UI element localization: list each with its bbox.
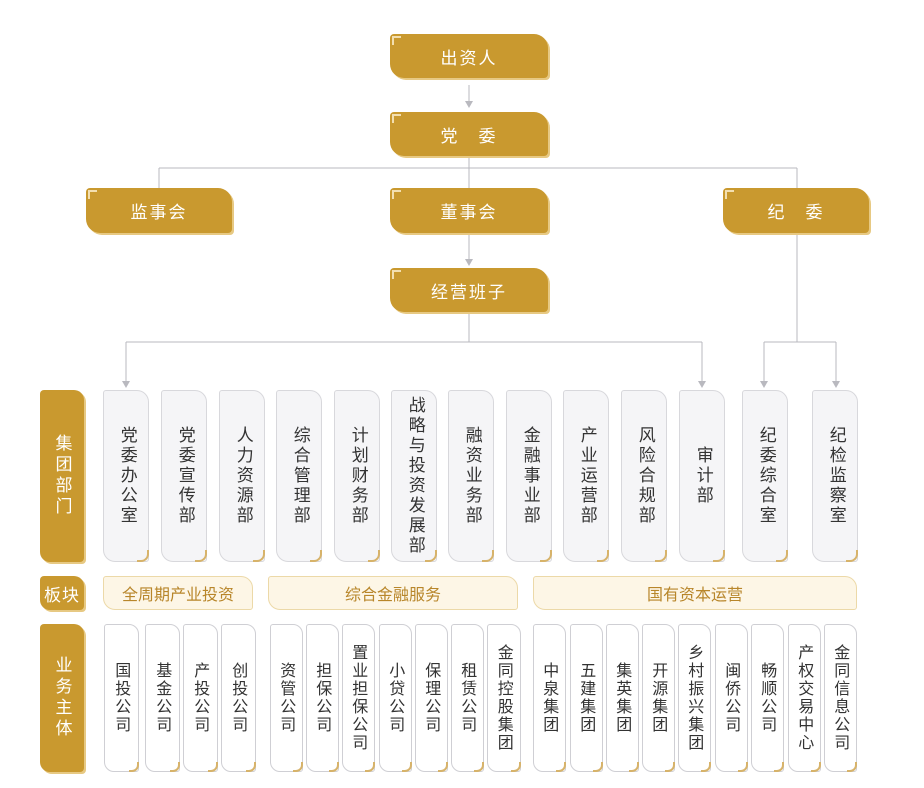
entity-label: 置业担保公司 bbox=[349, 644, 369, 752]
dept-risk-compliance: 风险合规部 bbox=[621, 390, 667, 562]
entity-label: 小贷公司 bbox=[386, 662, 406, 734]
entity-property-guarantee: 置业担保公司 bbox=[342, 624, 375, 772]
investor-box: 出资人 bbox=[390, 34, 548, 78]
entity-label: 创投公司 bbox=[229, 662, 249, 734]
entity-jintong-information: 金同信息公司 bbox=[824, 624, 857, 772]
party-committee-box: 党 委 bbox=[390, 112, 548, 156]
dept-party-office: 党委办公室 bbox=[103, 390, 149, 562]
sector-financial-services: 综合金融服务 bbox=[268, 576, 518, 610]
board-of-directors-box: 董事会 bbox=[390, 188, 548, 233]
entity-label: 乡村振兴集团 bbox=[685, 644, 705, 752]
entity-changshun: 畅顺公司 bbox=[751, 624, 784, 772]
dept-strategy-investment: 战略与投资发展部 bbox=[391, 390, 437, 562]
entity-kaiyuan-group: 开源集团 bbox=[642, 624, 675, 772]
entity-label: 畅顺公司 bbox=[758, 662, 778, 734]
entity-industry-investment: 产投公司 bbox=[183, 624, 218, 772]
supervisory-board-box: 监事会 bbox=[86, 188, 232, 233]
department-label: 计划财务部 bbox=[347, 426, 368, 526]
department-label: 综合管理部 bbox=[289, 426, 310, 526]
discipline-committee-box: 纪 委 bbox=[723, 188, 869, 233]
entity-label: 五建集团 bbox=[577, 662, 597, 734]
dept-discipline-inspection: 纪检监察室 bbox=[812, 390, 858, 562]
dept-party-publicity: 党委宣传部 bbox=[161, 390, 207, 562]
entity-asset-management: 资管公司 bbox=[270, 624, 303, 772]
entity-label: 资管公司 bbox=[277, 662, 297, 734]
sector-state-capital-operation: 国有资本运营 bbox=[533, 576, 857, 610]
entity-jiying-group: 集英集团 bbox=[606, 624, 639, 772]
entity-label: 集英集团 bbox=[613, 662, 633, 734]
entity-label: 中泉集团 bbox=[540, 662, 560, 734]
entity-label: 开源集团 bbox=[649, 662, 669, 734]
dept-financing-business: 融资业务部 bbox=[448, 390, 494, 562]
entity-guarantee: 担保公司 bbox=[306, 624, 339, 772]
entity-property-exchange: 产权交易中心 bbox=[788, 624, 821, 772]
entity-label: 金同信息公司 bbox=[831, 644, 851, 752]
dept-discipline-office: 纪委综合室 bbox=[742, 390, 788, 562]
row-label-entities: 业务主体 bbox=[40, 624, 84, 772]
entity-label: 租赁公司 bbox=[458, 662, 478, 734]
department-label: 风险合规部 bbox=[634, 426, 655, 526]
department-label: 金融事业部 bbox=[519, 426, 540, 526]
entity-minqiao: 闽侨公司 bbox=[715, 624, 748, 772]
entity-label: 担保公司 bbox=[313, 662, 333, 734]
entity-leasing: 租赁公司 bbox=[451, 624, 484, 772]
department-label: 人力资源部 bbox=[232, 426, 253, 526]
entity-zhongquan-group: 中泉集团 bbox=[533, 624, 566, 772]
department-label: 产业运营部 bbox=[576, 426, 597, 526]
entity-label: 闽侨公司 bbox=[722, 662, 742, 734]
entity-factoring: 保理公司 bbox=[415, 624, 448, 772]
dept-general-management: 综合管理部 bbox=[276, 390, 322, 562]
entity-label: 产投公司 bbox=[191, 662, 211, 734]
department-label: 党委办公室 bbox=[116, 426, 137, 526]
department-label: 战略与投资发展部 bbox=[404, 396, 425, 556]
entity-rural-revitalization-group: 乡村振兴集团 bbox=[678, 624, 711, 772]
department-label: 融资业务部 bbox=[461, 426, 482, 526]
department-label: 审计部 bbox=[692, 446, 713, 506]
entity-wujian-group: 五建集团 bbox=[570, 624, 603, 772]
entity-label: 国投公司 bbox=[112, 662, 132, 734]
dept-industry-operation: 产业运营部 bbox=[563, 390, 609, 562]
management-team-box: 经营班子 bbox=[390, 268, 548, 312]
department-label: 纪检监察室 bbox=[825, 426, 846, 526]
row-label-departments: 集团部门 bbox=[40, 390, 84, 562]
department-label: 党委宣传部 bbox=[174, 426, 195, 526]
dept-human-resources: 人力资源部 bbox=[219, 390, 265, 562]
entity-fund: 基金公司 bbox=[145, 624, 180, 772]
entity-jintong-holding: 金同控股集团 bbox=[487, 624, 521, 772]
entity-label: 产权交易中心 bbox=[795, 644, 815, 752]
entity-venture-capital: 创投公司 bbox=[221, 624, 256, 772]
entity-label: 金同控股集团 bbox=[494, 644, 514, 752]
dept-planning-finance: 计划财务部 bbox=[334, 390, 380, 562]
row-label-sectors: 板块 bbox=[40, 576, 84, 610]
dept-audit: 审计部 bbox=[679, 390, 725, 562]
sector-full-cycle-investment: 全周期产业投资 bbox=[103, 576, 253, 610]
entity-microloan: 小贷公司 bbox=[379, 624, 412, 772]
dept-finance-division: 金融事业部 bbox=[506, 390, 552, 562]
department-label: 纪委综合室 bbox=[755, 426, 776, 526]
entity-label: 保理公司 bbox=[422, 662, 442, 734]
entity-label: 基金公司 bbox=[153, 662, 173, 734]
entity-guotou: 国投公司 bbox=[104, 624, 139, 772]
